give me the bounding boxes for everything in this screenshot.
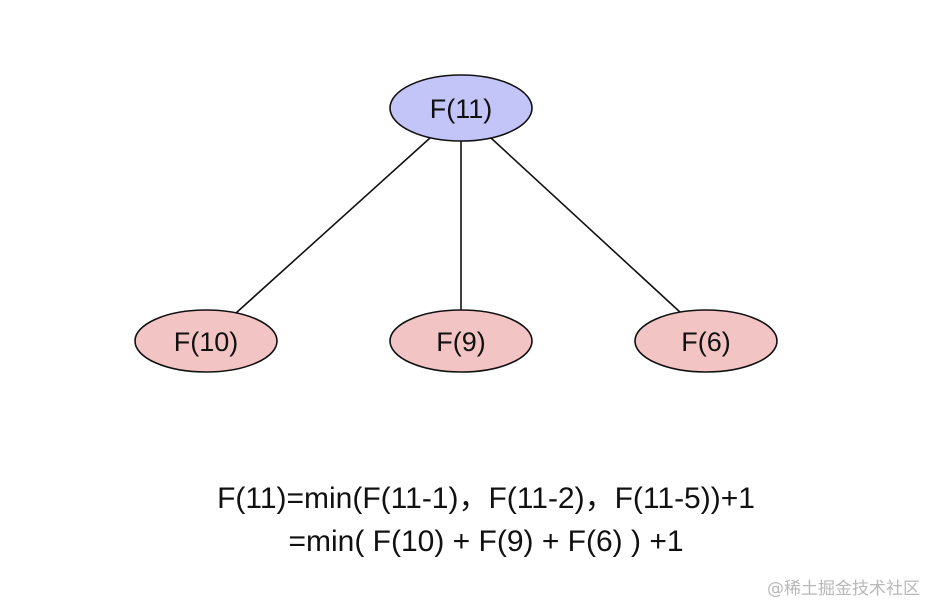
edge-root-to-f10	[235, 137, 431, 314]
watermark-text: @稀土掘金技术社区	[767, 579, 920, 599]
child-node-f9-label: F(9)	[436, 327, 486, 357]
root-node: F(11)	[389, 74, 533, 142]
child-node-f10-label: F(10)	[174, 327, 239, 357]
child-node-f10: F(10)	[134, 309, 278, 373]
child-node-f10-shape	[134, 309, 278, 373]
child-node-f6-shape	[634, 309, 778, 373]
child-node-f9: F(9)	[389, 309, 533, 373]
child-node-f6-label: F(6)	[681, 327, 731, 357]
child-node-f6: F(6)	[634, 309, 778, 373]
formula-line-2: =min( F(10) + F(9) + F(6) ) +1	[288, 525, 684, 558]
root-node-shape	[389, 74, 533, 142]
edge-root-to-f6	[490, 137, 682, 314]
child-node-f9-shape	[389, 309, 533, 373]
formula-line-1: F(11)=min(F(11-1)，F(11-2)，F(11-5))+1	[217, 482, 755, 515]
root-node-label: F(11)	[430, 94, 493, 124]
